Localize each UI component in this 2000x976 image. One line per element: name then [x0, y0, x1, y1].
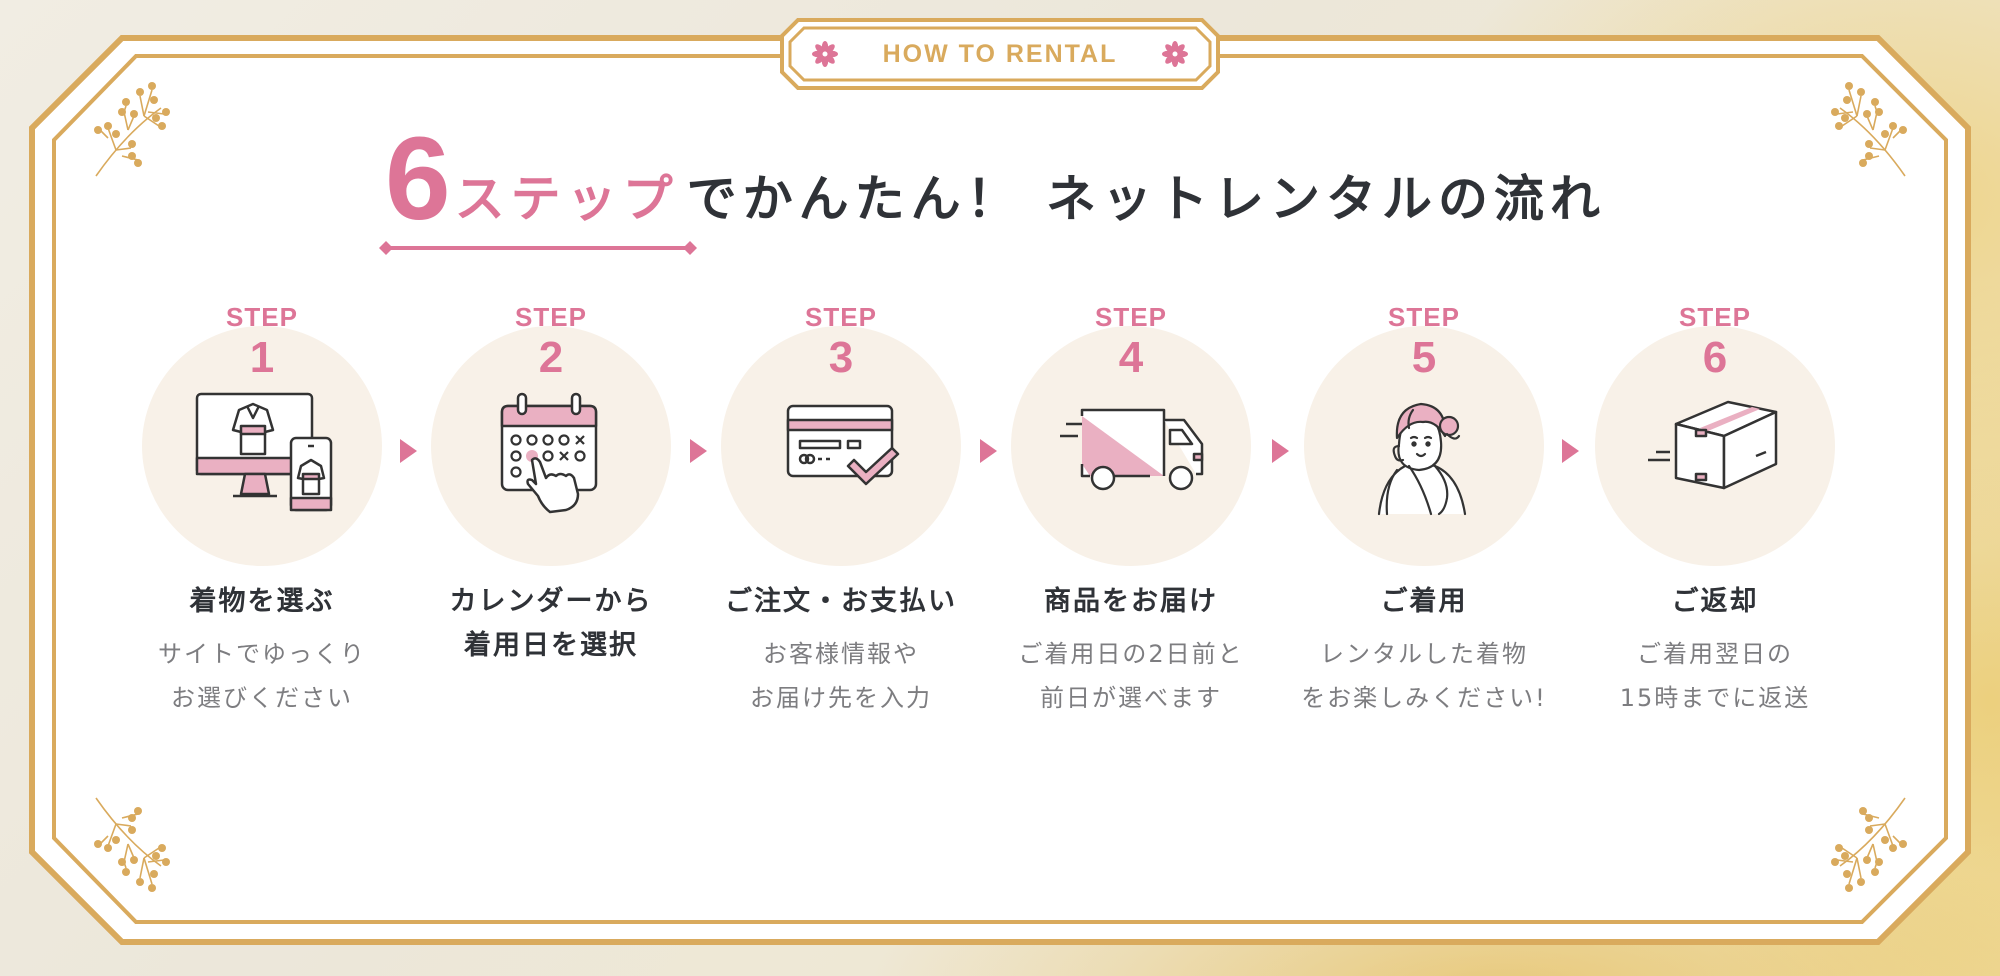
step-number: 6: [1702, 333, 1728, 382]
next-arrow-icon: [400, 439, 417, 463]
woman-in-kimono-icon: [1377, 402, 1467, 516]
credit-card-check-icon: [786, 404, 900, 486]
step-title: ご返却: [1671, 586, 1759, 617]
flower-icon: [1162, 41, 1188, 67]
step-label: STEP: [805, 302, 877, 332]
step-description: ご着用日の2日前と 前日が選べます: [1018, 640, 1244, 712]
step-description: レンタルした着物 をお楽しみください!: [1301, 640, 1547, 712]
step-number: 1: [249, 333, 275, 382]
next-arrow-icon: [1562, 439, 1579, 463]
berry-sprig-icon: [1831, 82, 1907, 177]
page-title: 6 ステップ でかんたん！ ネットレンタルの流れ: [385, 118, 1606, 238]
step-number: 2: [538, 333, 564, 382]
step-title: ご注文・お支払い: [725, 586, 957, 617]
step-number: 4: [1118, 333, 1144, 382]
title-step-count: 6: [385, 113, 451, 245]
step-3: STEP 3 ご注文・お支払い お客様情報や お届け先を入力: [696, 296, 986, 720]
flower-icon: [812, 41, 838, 67]
next-arrow-icon: [980, 439, 997, 463]
shipping-box-icon: [1648, 400, 1778, 490]
step-description: ご着用翌日の 15時までに返送: [1619, 640, 1811, 712]
step-label: STEP: [515, 302, 587, 332]
next-arrow-icon: [1272, 439, 1289, 463]
step-number: 5: [1411, 333, 1437, 382]
berry-sprig-icon: [94, 82, 170, 177]
berry-sprig-icon: [94, 797, 170, 892]
step-6: STEP 6 ご返却 ご着用翌日の 15時までに返送: [1570, 296, 1860, 720]
step-description: お客様情報や お届け先を入力: [750, 640, 932, 712]
berry-sprig-icon: [1831, 797, 1907, 892]
title-rest: でかんたん！ ネットレンタルの流れ: [686, 170, 1607, 228]
step-label: STEP: [1388, 302, 1460, 332]
step-label: STEP: [1679, 302, 1751, 332]
how-to-rental-badge: HOW TO RENTAL: [780, 18, 1220, 90]
title-highlight: ステップ: [454, 170, 679, 228]
step-2: STEP 2 カレンダーから 着用日を選択: [406, 296, 696, 676]
calendar-tap-icon: [500, 392, 598, 514]
step-label: STEP: [226, 302, 298, 332]
next-arrow-icon: [690, 439, 707, 463]
step-description: サイトでゆっくり お選びください: [158, 640, 366, 712]
title-underline: [379, 241, 697, 255]
step-1: STEP 1 着物を選ぶ サイトでゆっくり お選びください: [117, 296, 407, 720]
computer-and-phone-kimono-icon: [195, 392, 333, 512]
badge-label: HOW TO RENTAL: [882, 39, 1118, 68]
step-4: STEP 4 商品をお届け ご着用日の2日前と 前日が選べます: [986, 296, 1276, 720]
step-title: 着物を選ぶ: [189, 586, 335, 617]
step-label: STEP: [1095, 302, 1167, 332]
step-number: 3: [828, 333, 854, 382]
badge-frame: [780, 18, 1220, 90]
step-title: 商品をお届け: [1044, 586, 1218, 617]
delivery-truck-icon: [1060, 408, 1204, 491]
step-5: STEP 5 ご着用 レンタルした着物 をお楽しみください!: [1279, 296, 1569, 720]
step-title: カレンダーから 着用日を選択: [449, 586, 653, 661]
step-title: ご着用: [1380, 586, 1468, 617]
